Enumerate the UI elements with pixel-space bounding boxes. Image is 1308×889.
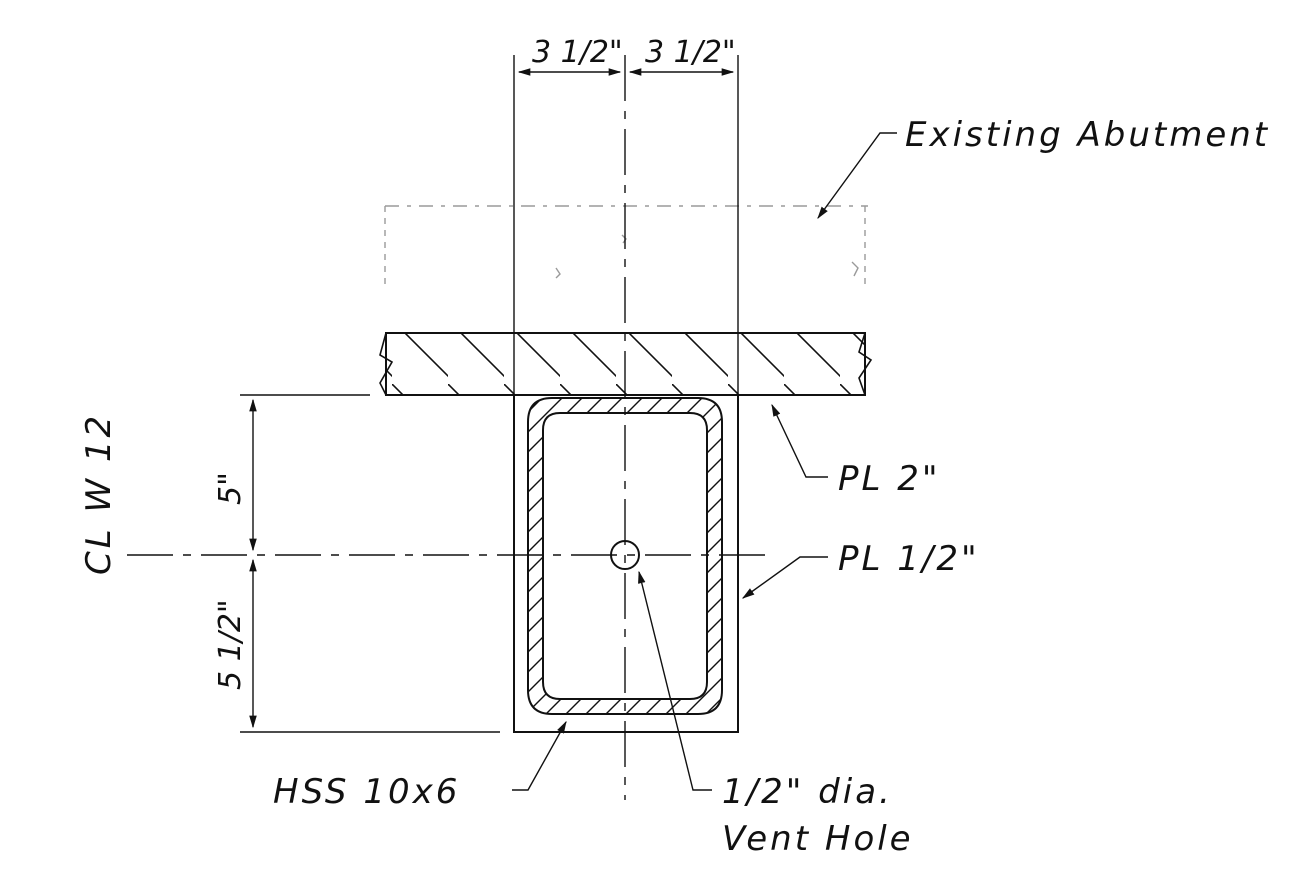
vent-hole-label-line1: 1/2" dia. — [722, 772, 893, 812]
plate-half-in — [513, 394, 739, 733]
dim-left-upper: 5" — [213, 472, 248, 505]
dim-top-right: 3 1/2" — [645, 35, 736, 70]
existing-abutment-label: Existing Abutment — [905, 115, 1270, 155]
hss-label: HSS 10x6 — [273, 772, 460, 812]
centerline-w12-label: CL W 12 — [79, 413, 119, 575]
vent-hole-label-line2: Vent Hole — [722, 819, 914, 859]
centerlines — [127, 55, 770, 800]
dim-left-lower: 5 1/2" — [213, 599, 248, 690]
plate-2in-label: PL 2" — [838, 459, 941, 499]
plate-half-in-label: PL 1/2" — [838, 539, 980, 579]
leader-lines — [512, 132, 897, 791]
top-dimension-lines — [513, 55, 739, 395]
dim-top-left: 3 1/2" — [532, 35, 623, 70]
left-dimension-lines — [240, 394, 500, 733]
hss-tube — [527, 397, 723, 715]
existing-abutment-outline — [384, 205, 868, 290]
